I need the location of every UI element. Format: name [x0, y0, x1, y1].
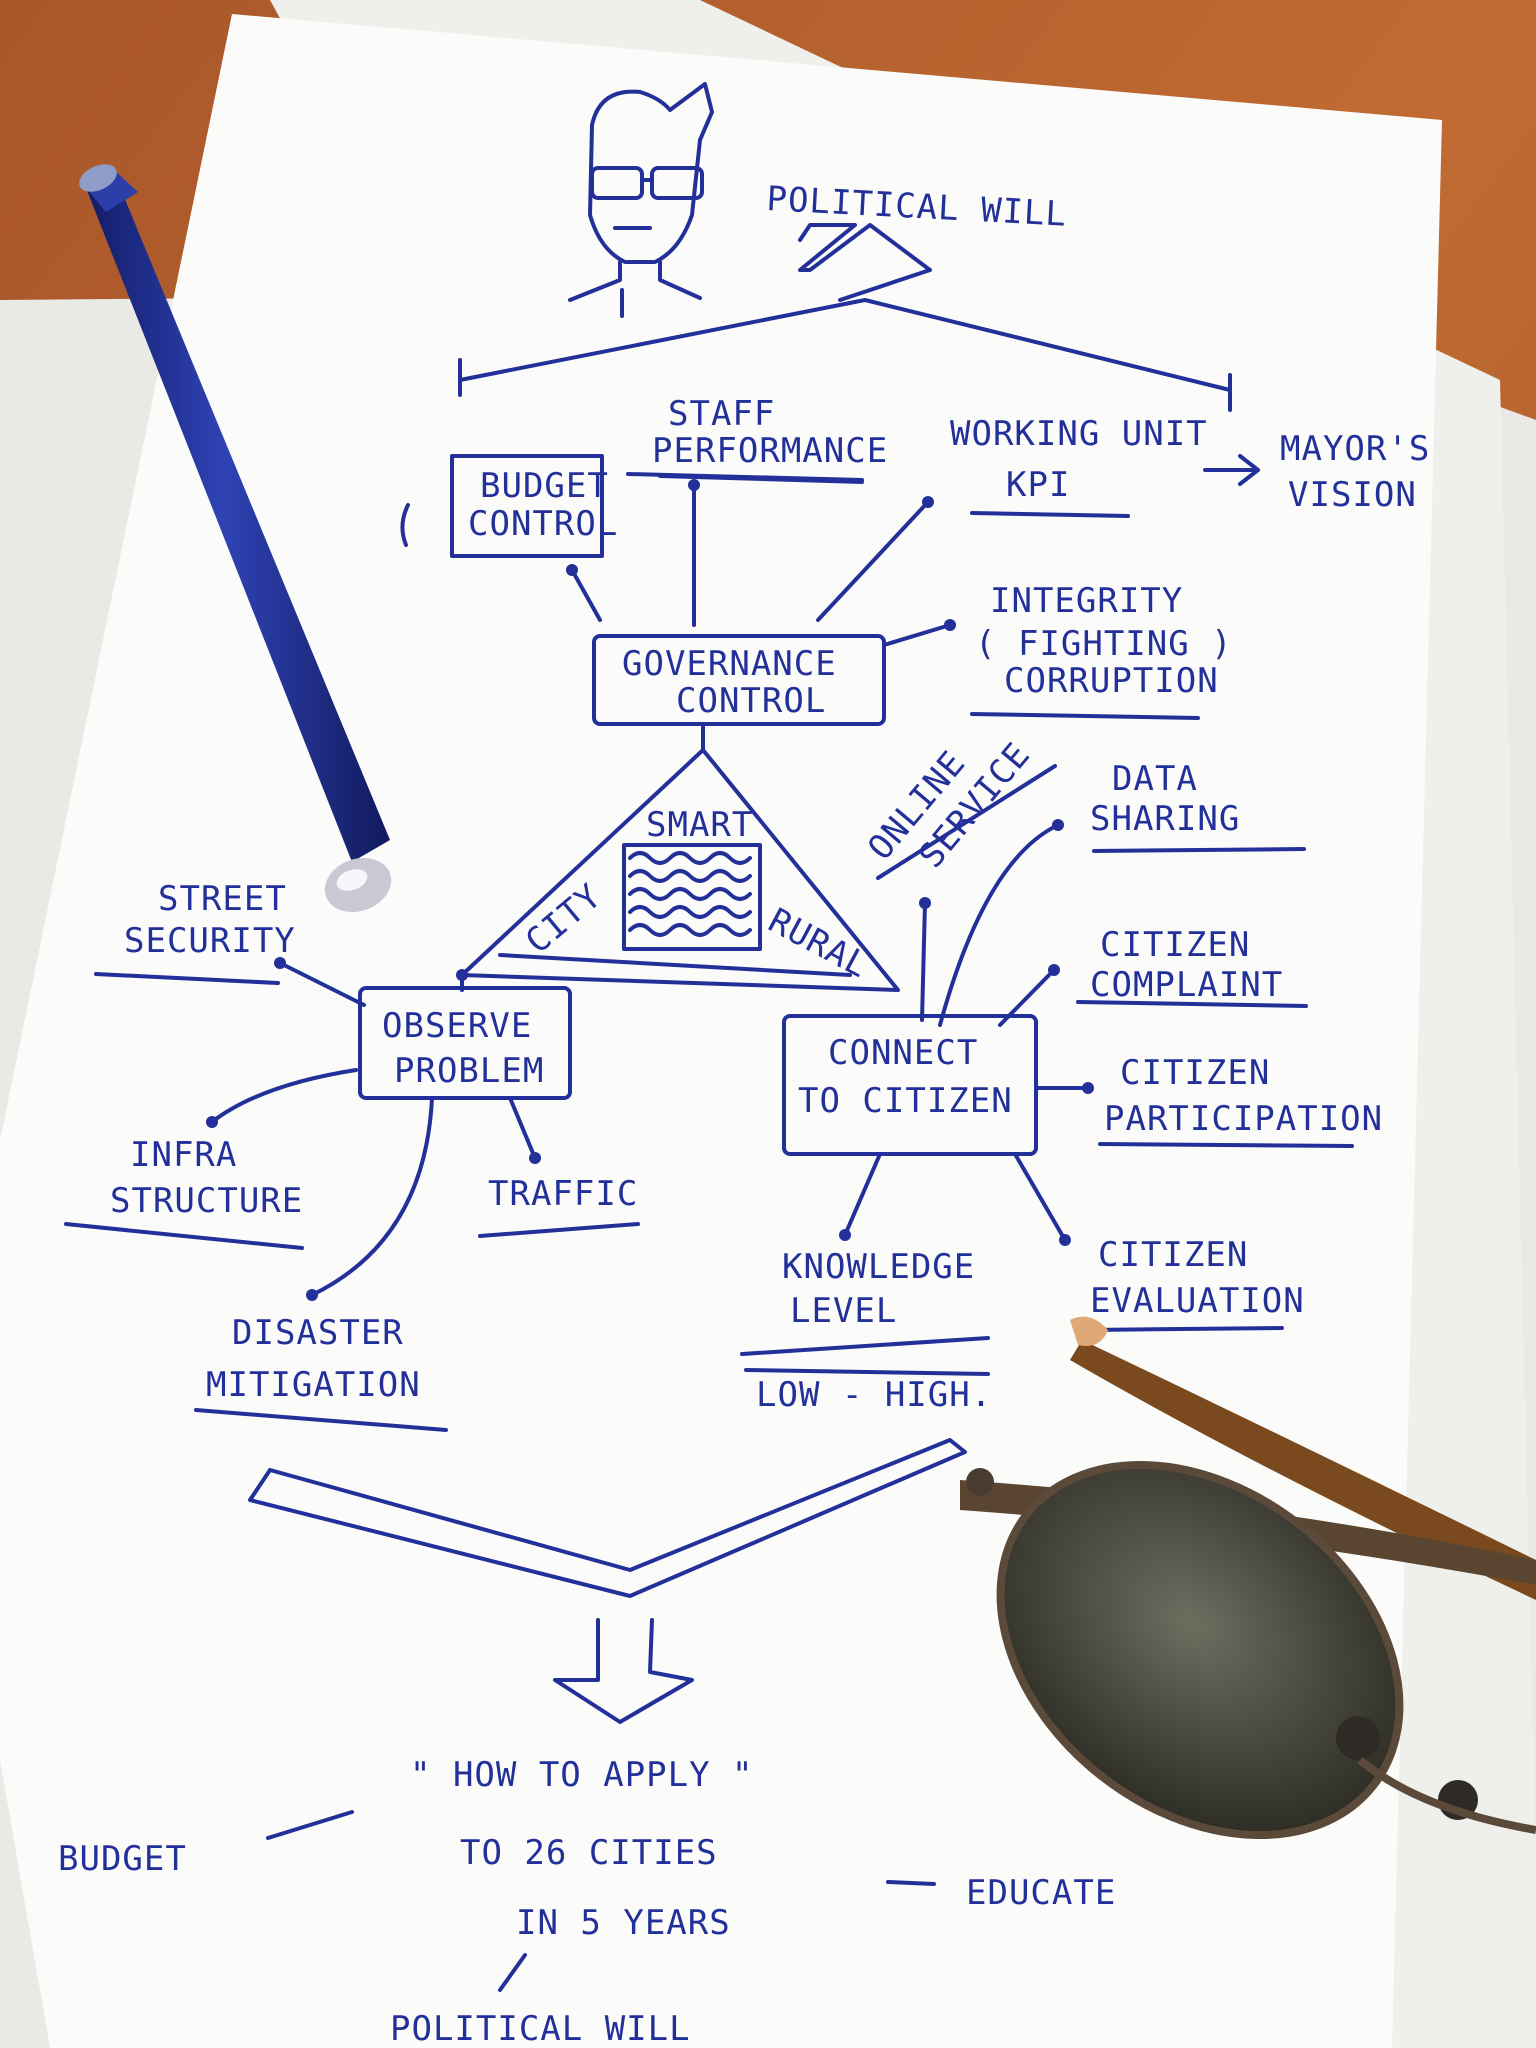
governance-control-box	[592, 634, 886, 726]
down-arrow	[553, 1618, 694, 1724]
kpi-label: KPI	[1006, 465, 1070, 505]
disaster-2: MITIGATION	[206, 1365, 421, 1405]
citizen-complaint-1: CITIZEN	[1100, 925, 1250, 965]
integrity-2: ( FIGHTING )	[975, 624, 1233, 664]
mayors-vision-2: VISION	[1288, 475, 1417, 515]
budget-control-box	[450, 454, 604, 558]
infra-2: STRUCTURE	[110, 1181, 303, 1221]
governance-label-2: CONTROL	[676, 681, 826, 721]
data-sharing-2: SHARING	[1090, 799, 1240, 839]
budget-label: BUDGET	[58, 1839, 187, 1879]
budget-control-1: BUDGET	[480, 466, 609, 506]
smart-label: SMART	[646, 805, 753, 845]
traffic-label: TRAFFIC	[488, 1174, 638, 1214]
governance-dots	[566, 479, 956, 631]
citizen-participation-1: CITIZEN	[1120, 1053, 1270, 1093]
street-security-1: STREET	[158, 879, 287, 919]
person-portrait-sketch	[568, 82, 714, 318]
educate-label: EDUCATE	[966, 1873, 1116, 1913]
citizen-evaluation-1: CITIZEN	[1098, 1235, 1248, 1275]
connect-dots	[839, 819, 1094, 1246]
triangle-inner-base	[498, 953, 852, 977]
infra-1: INFRA	[130, 1135, 237, 1175]
knowledge-level-2: LEVEL	[790, 1291, 897, 1331]
disaster-1: DISASTER	[232, 1313, 404, 1353]
observe-dots	[206, 957, 541, 1301]
pen-object	[79, 164, 392, 913]
observe-problem-box	[358, 986, 572, 1100]
connect-box-2: TO CITIZEN	[798, 1081, 1013, 1121]
integrity-3: CORRUPTION	[1004, 661, 1219, 701]
mayors-vision-1: MAYOR'S	[1280, 429, 1430, 469]
street-security-2: SECURITY	[124, 921, 296, 961]
connect-box-1: CONNECT	[828, 1033, 978, 1073]
top-bracket	[458, 298, 1232, 412]
budget-bracket-mark	[400, 503, 410, 547]
data-sharing-1: DATA	[1112, 759, 1198, 799]
to-26-cities: TO 26 CITIES	[460, 1833, 718, 1873]
smart-scribble	[622, 843, 762, 951]
observe-box-1: OBSERVE	[382, 1006, 532, 1046]
citizen-evaluation-2: EVALUATION	[1090, 1281, 1305, 1321]
diagram-labels: POLITICAL WILL BUDGET CONTROL STAFF PERF…	[58, 179, 1430, 2048]
educate-dash	[886, 1880, 936, 1886]
smart-triangle	[460, 748, 900, 992]
observe-connectors	[64, 961, 640, 1432]
political-will-arrow	[798, 223, 932, 302]
working-unit: WORKING UNIT	[950, 414, 1208, 454]
citizen-participation-2: PARTICIPATION	[1104, 1099, 1383, 1139]
in-5-years: IN 5 YEARS	[516, 1903, 731, 1943]
political-dash	[498, 1953, 527, 1992]
budget-control-2: CONTROL	[468, 504, 618, 544]
knowledge-level-1: KNOWLEDGE	[782, 1247, 975, 1287]
governance-label-1: GOVERNANCE	[622, 644, 837, 684]
sunglasses-object	[960, 1316, 1536, 1840]
budget-dash	[266, 1810, 354, 1840]
bottom-chevron	[248, 1438, 967, 1598]
how-to-apply: " HOW TO APPLY "	[410, 1755, 754, 1795]
kpi-to-vision-arrow	[1203, 454, 1260, 486]
observe-box-2: PROBLEM	[394, 1051, 544, 1091]
low-high-label: LOW - HIGH.	[756, 1375, 992, 1415]
integrity-1: INTEGRITY	[990, 581, 1183, 621]
citizen-complaint-2: COMPLAINT	[1090, 965, 1283, 1005]
staff-perf-2: PERFORMANCE	[652, 431, 888, 471]
staff-perf-1: STAFF	[668, 394, 775, 434]
political-will-bottom: POLITICAL WILL	[390, 2009, 691, 2048]
governance-connectors	[570, 472, 1200, 720]
connect-connectors	[740, 764, 1354, 1376]
connect-citizen-box	[782, 1014, 1038, 1156]
